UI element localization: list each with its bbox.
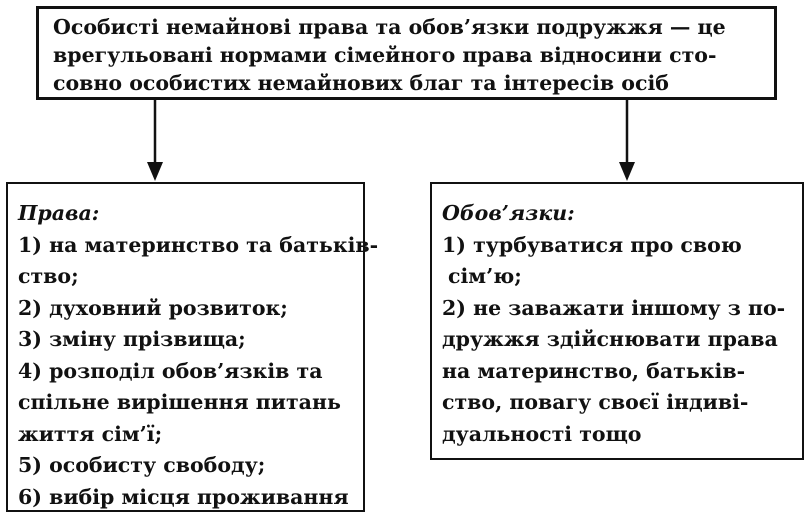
arrow-to-rights-head (147, 162, 163, 181)
rights-line: 1) на материнство та батьків- (18, 232, 379, 257)
duties-line: дружжя здійснювати права (442, 327, 778, 351)
rights-line: 6) вибір місця проживання (18, 484, 349, 509)
rights-line: спільне вирішення питань (18, 390, 341, 414)
rights-line: 3) зміну прізвища; (18, 327, 246, 351)
definition-line-3: совно особистих немайнових благ та інтер… (53, 71, 669, 95)
arrow-to-duties-head (619, 162, 635, 181)
rights-line: 2) духовний розвиток; (18, 295, 288, 320)
rights-heading: Права: (18, 201, 100, 225)
definition-box: Особисті немайнові права та обов’язки по… (36, 6, 777, 100)
duties-line: ство, повагу своєї індиві- (442, 390, 749, 414)
duties-line: сім’ю; (448, 264, 522, 288)
duties-line: дуальності тощо (442, 421, 642, 446)
duties-line: 1) турбуватися про свою (442, 232, 742, 257)
duties-heading: Обов’язки: (442, 201, 575, 225)
definition-line-1: Особисті немайнові права та обов’язки по… (53, 13, 764, 41)
rights-line: ство; (18, 264, 79, 288)
rights-line: життя сім’ї; (18, 421, 163, 446)
duties-line: 2) не заважати іншому з по- (442, 295, 786, 320)
rights-line: 5) особисту свободу; (18, 453, 266, 477)
rights-box: Права: 1) на материнство та батьків- ств… (6, 182, 379, 512)
rights-line: 4) розподіл обов’язків та (18, 358, 323, 383)
definition-line-1-rest: — це (662, 15, 726, 39)
duties-box: Обов’язки: 1) турбуватися про свою сім’ю… (430, 182, 804, 460)
definition-term: Особисті немайнові права та обов’язки по… (53, 15, 663, 39)
definition-line-2: врегульовані нормами сімейного права від… (53, 43, 717, 67)
duties-line: на материнство, батьків- (442, 358, 746, 383)
